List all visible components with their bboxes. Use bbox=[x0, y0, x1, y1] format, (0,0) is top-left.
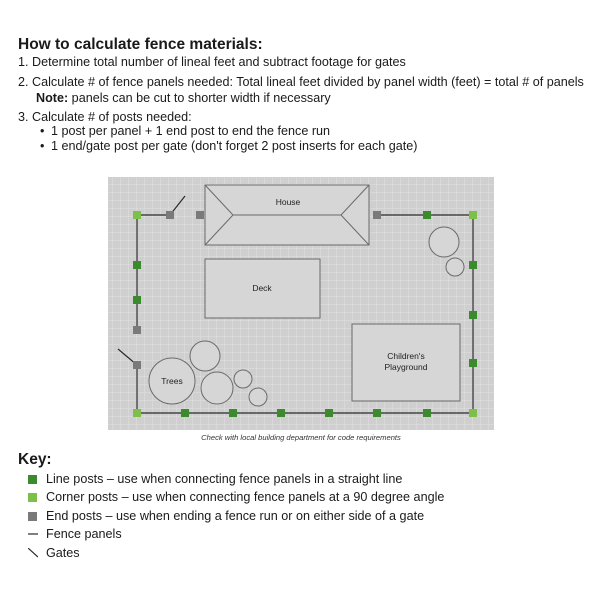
tree bbox=[148, 357, 196, 405]
step-3-bullet-2: 1 end/gate post per gate (don't forget 2… bbox=[40, 139, 417, 153]
step-2-note: Note: panels can be cut to shorter width… bbox=[36, 91, 331, 105]
step-3-bullet-1: 1 post per panel + 1 end post to end the… bbox=[40, 124, 330, 138]
key-end-posts-label: End posts – use when ending a fence run … bbox=[46, 509, 425, 523]
tree bbox=[189, 340, 221, 372]
corner-posts bbox=[133, 211, 477, 417]
key-gates-label: Gates bbox=[46, 546, 80, 560]
line-post bbox=[325, 409, 333, 417]
line-post bbox=[469, 311, 477, 319]
line-posts bbox=[133, 211, 477, 417]
line-post bbox=[469, 261, 477, 269]
corner-post bbox=[469, 409, 477, 417]
end-posts bbox=[133, 211, 381, 369]
deck bbox=[204, 258, 321, 319]
trees-label: Trees bbox=[161, 376, 182, 386]
corner-post bbox=[133, 211, 141, 219]
key-title: Key: bbox=[18, 451, 52, 468]
tree bbox=[200, 371, 234, 405]
page-title: How to calculate fence materials: bbox=[18, 36, 263, 53]
house-label: House bbox=[276, 197, 301, 207]
key-row-corner-posts: Corner posts – use when connecting fence… bbox=[28, 490, 444, 504]
end-post bbox=[133, 361, 141, 369]
tree bbox=[428, 226, 460, 258]
playground-label-line-1: Children's bbox=[387, 351, 425, 361]
line-post bbox=[373, 409, 381, 417]
corner-post bbox=[469, 211, 477, 219]
key-line-posts-label: Line posts – use when connecting fence p… bbox=[46, 472, 403, 486]
line-post bbox=[133, 261, 141, 269]
line-post bbox=[423, 409, 431, 417]
end-post bbox=[133, 326, 141, 334]
end-post bbox=[166, 211, 174, 219]
note-label: Note: bbox=[36, 91, 69, 105]
line-post bbox=[277, 409, 285, 417]
tree bbox=[248, 387, 268, 407]
trees bbox=[148, 226, 465, 407]
key-corner-posts-label: Corner posts – use when connecting fence… bbox=[46, 490, 445, 504]
tree bbox=[233, 369, 253, 389]
step-2: 2. Calculate # of fence panels needed: T… bbox=[18, 75, 584, 89]
gate-line-icon bbox=[28, 548, 38, 558]
key-row-fence-panels: Fence panels bbox=[28, 527, 122, 541]
line-post bbox=[469, 359, 477, 367]
tree bbox=[445, 257, 465, 277]
fence-lines bbox=[117, 195, 474, 414]
end-post bbox=[196, 211, 204, 219]
key-row-gates: Gates bbox=[28, 546, 80, 560]
corner-post-swatch-icon bbox=[28, 492, 37, 502]
house bbox=[204, 184, 370, 246]
playground bbox=[351, 323, 461, 402]
line-post bbox=[181, 409, 189, 417]
line-post-swatch-icon bbox=[28, 474, 37, 484]
playground-label-line-2: Playground bbox=[384, 362, 427, 372]
key-row-line-posts: Line posts – use when connecting fence p… bbox=[28, 472, 402, 486]
step-3: 3. Calculate # of posts needed: bbox=[18, 110, 192, 124]
diagram-caption: Check with local building department for… bbox=[201, 433, 401, 442]
step-1: 1. Determine total number of lineal feet… bbox=[18, 55, 406, 69]
line-post bbox=[229, 409, 237, 417]
line-post bbox=[133, 296, 141, 304]
line-post bbox=[423, 211, 431, 219]
corner-post bbox=[133, 409, 141, 417]
deck-label: Deck bbox=[252, 283, 272, 293]
end-post-swatch-icon bbox=[28, 511, 37, 521]
fence-panel-line-icon bbox=[28, 529, 38, 539]
key-row-end-posts: End posts – use when ending a fence run … bbox=[28, 509, 424, 523]
key-fence-panels-label: Fence panels bbox=[46, 527, 122, 541]
end-post bbox=[373, 211, 381, 219]
note-text: panels can be cut to shorter width if ne… bbox=[68, 91, 331, 105]
